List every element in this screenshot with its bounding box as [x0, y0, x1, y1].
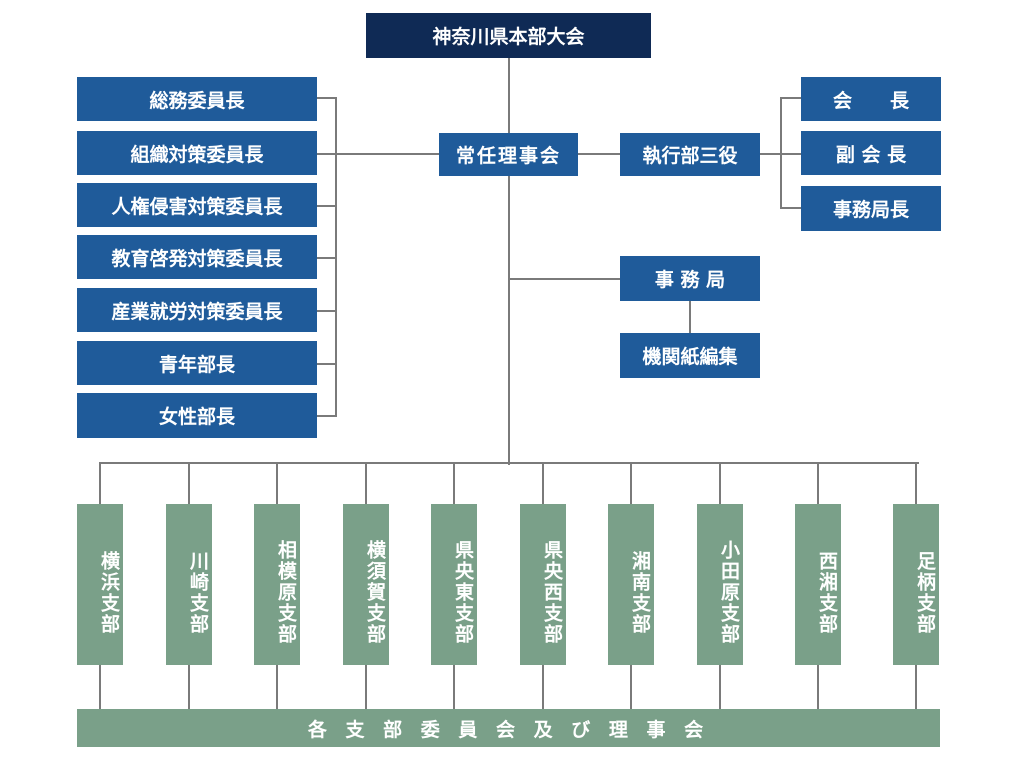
- branch-box: 小田原支部: [697, 504, 743, 665]
- committee-box: 産業就労対策委員長: [77, 288, 317, 332]
- line-trunk-to-secretariat: [508, 278, 621, 280]
- line-branch-top-5: [453, 462, 455, 505]
- branch-box: 川崎支部: [166, 504, 212, 665]
- line-branch-bottom-9: [817, 664, 819, 710]
- committee-box: 総務委員長: [77, 77, 317, 121]
- line-branch-top-3: [276, 462, 278, 505]
- line-branch-top-9: [817, 462, 819, 505]
- branch-box: 県央西支部: [520, 504, 566, 665]
- line-center-to-executive: [578, 153, 621, 155]
- executive-member-box: 副 会 長: [801, 131, 941, 175]
- line-branch-top-2: [188, 462, 190, 505]
- executive-member-box: 会 長: [801, 77, 941, 121]
- branch-box: 横浜支部: [77, 504, 123, 665]
- line-secretariat-to-sub: [689, 300, 691, 334]
- newsletter-editing-box: 機関紙編集: [620, 333, 760, 378]
- line-branch-top-10: [915, 462, 917, 505]
- line-branch-bottom-10: [915, 664, 917, 710]
- branch-committees-bar: 各 支 部 委 員 会 及 び 理 事 会: [77, 709, 940, 747]
- line-executive-stub-1: [780, 97, 802, 99]
- line-branch-top-7: [630, 462, 632, 505]
- line-committee-stub-3: [317, 205, 337, 207]
- line-branch-top-6: [542, 462, 544, 505]
- line-top-to-center: [508, 57, 510, 134]
- line-branch-bottom-5: [453, 664, 455, 710]
- executive-node: 執行部三役: [620, 133, 760, 176]
- line-branch-bottom-3: [276, 664, 278, 710]
- line-center-to-trunk: [508, 175, 510, 465]
- line-branch-bus: [99, 462, 919, 464]
- line-committee-stub-7: [317, 415, 337, 417]
- top-node: 神奈川県本部大会: [366, 13, 651, 58]
- line-branch-bottom-8: [719, 664, 721, 710]
- line-branch-bottom-7: [630, 664, 632, 710]
- branch-box: 横須賀支部: [343, 504, 389, 665]
- line-branch-bottom-6: [542, 664, 544, 710]
- line-center-to-committees: [335, 153, 439, 155]
- committee-box: 人権侵害対策委員長: [77, 183, 317, 227]
- line-committee-stub-5: [317, 310, 337, 312]
- line-committee-stub-2: [317, 153, 337, 155]
- line-branch-bottom-2: [188, 664, 190, 710]
- line-executive-stub-3: [780, 207, 802, 209]
- branch-box: 足柄支部: [893, 504, 939, 665]
- branch-box: 県央東支部: [431, 504, 477, 665]
- secretariat-node: 事 務 局: [620, 256, 760, 301]
- line-committee-stub-4: [317, 257, 337, 259]
- executive-member-box: 事務局長: [801, 186, 941, 231]
- line-branch-bottom-4: [365, 664, 367, 710]
- line-committee-bracket: [335, 97, 337, 416]
- branch-box: 相模原支部: [254, 504, 300, 665]
- line-committee-stub-1: [317, 97, 337, 99]
- branch-box: 西湘支部: [795, 504, 841, 665]
- line-committee-stub-6: [317, 363, 337, 365]
- line-executive-to-bracket: [759, 153, 781, 155]
- line-branch-top-1: [99, 462, 101, 505]
- line-branch-top-8: [719, 462, 721, 505]
- committee-box: 女性部長: [77, 393, 317, 438]
- line-branch-bottom-1: [99, 664, 101, 710]
- center-node: 常任理事会: [439, 133, 578, 176]
- committee-box: 教育啓発対策委員長: [77, 235, 317, 279]
- line-executive-stub-2: [780, 153, 802, 155]
- committee-box: 組織対策委員長: [77, 131, 317, 175]
- branch-box: 湘南支部: [608, 504, 654, 665]
- committee-box: 青年部長: [77, 341, 317, 385]
- line-branch-top-4: [365, 462, 367, 505]
